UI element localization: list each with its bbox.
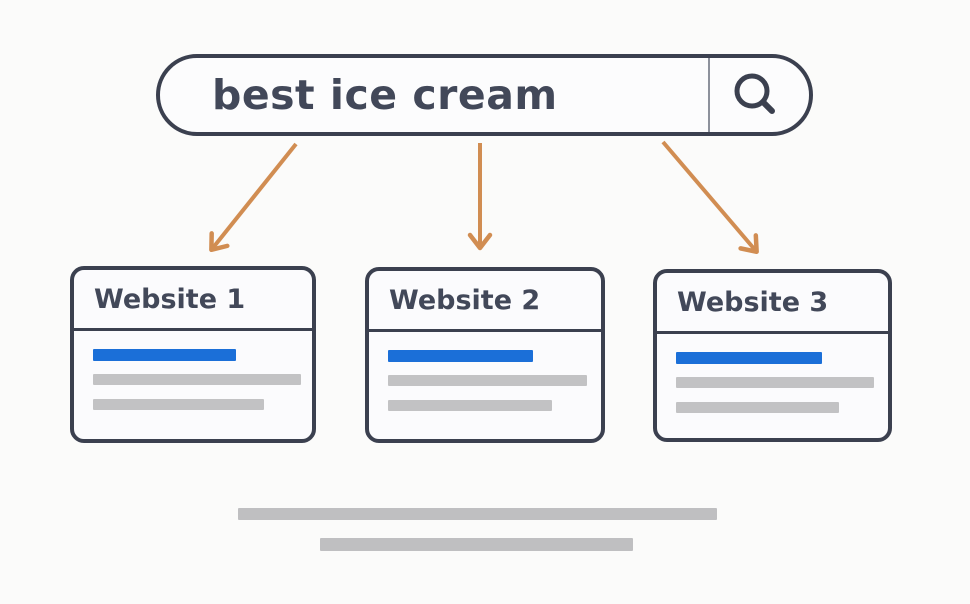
website-card-1-title: Website 1 bbox=[94, 283, 246, 315]
link-bar bbox=[93, 349, 236, 361]
website-card-3: Website 3 bbox=[653, 269, 892, 442]
text-line-bar bbox=[388, 375, 587, 386]
website-card-2-title: Website 2 bbox=[389, 284, 541, 316]
website-card-2-body bbox=[369, 332, 601, 411]
website-card-3-header: Website 3 bbox=[657, 273, 888, 334]
website-card-1-body bbox=[74, 331, 312, 410]
website-card-3-title: Website 3 bbox=[677, 286, 829, 318]
search-query-text: best ice cream bbox=[212, 71, 558, 119]
text-line-bar bbox=[93, 399, 264, 410]
text-line-bar bbox=[676, 402, 839, 413]
link-bar bbox=[388, 350, 533, 362]
placeholder-bar bbox=[320, 538, 633, 551]
arrow-to-website-1 bbox=[209, 142, 298, 253]
search-divider bbox=[708, 58, 710, 132]
website-card-1: Website 1 bbox=[70, 266, 316, 443]
search-icon[interactable] bbox=[733, 72, 779, 118]
link-bar bbox=[676, 352, 822, 364]
website-card-1-header: Website 1 bbox=[74, 270, 312, 331]
text-line-bar bbox=[676, 377, 874, 388]
website-card-3-body bbox=[657, 334, 888, 413]
arrow-to-website-3 bbox=[661, 140, 759, 255]
text-line-bar bbox=[388, 400, 552, 411]
placeholder-bar bbox=[238, 508, 717, 520]
website-card-2: Website 2 bbox=[365, 267, 605, 443]
website-card-2-header: Website 2 bbox=[369, 271, 601, 332]
search-bar[interactable]: best ice cream bbox=[156, 54, 813, 136]
text-line-bar bbox=[93, 374, 301, 385]
